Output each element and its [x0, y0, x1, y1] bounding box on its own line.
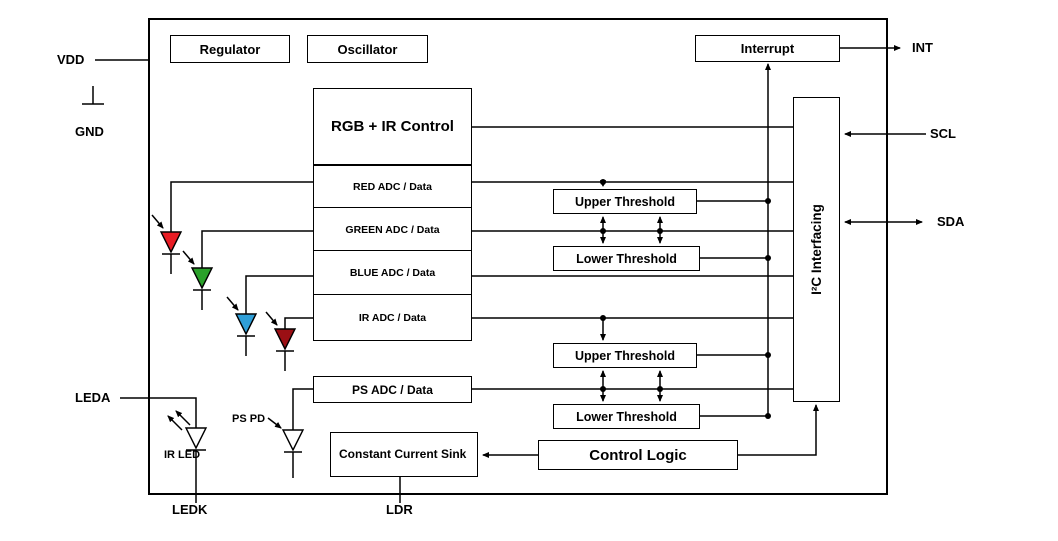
i2c-interfacing-block: I²C Interfacing — [793, 97, 840, 402]
ground-icon — [82, 86, 104, 105]
lower-threshold-2-block: Lower Threshold — [553, 404, 700, 429]
ir-pd-wire — [284, 317, 313, 329]
threshold2-connectors — [600, 315, 663, 402]
interrupt-label: Interrupt — [740, 41, 795, 56]
green-adc-label: GREEN ADC / Data — [345, 223, 440, 236]
pin-sda: SDA — [937, 214, 965, 229]
lower-threshold-2-label: Lower Threshold — [576, 409, 677, 424]
interrupt-block: Interrupt — [695, 35, 840, 62]
ps-pd-label: PS PD — [232, 413, 266, 425]
oscillator-label: Oscillator — [337, 41, 398, 57]
upper-threshold-1-label: Upper Threshold — [574, 194, 675, 209]
control-logic-label: Control Logic — [589, 446, 687, 464]
pin-leda: LEDA — [75, 390, 111, 405]
pin-scl: SCL — [930, 126, 956, 141]
ir-led-label: IR LED — [164, 449, 201, 461]
pin-gnd: GND — [75, 124, 104, 139]
pin-ledk: LEDK — [172, 502, 208, 517]
rgb-ir-control-label: RGB + IR Control — [331, 118, 454, 135]
upper-threshold-1-block: Upper Threshold — [553, 189, 697, 214]
red-pd-wire — [170, 181, 313, 232]
rgb-ir-control-block: RGB + IR Control — [313, 88, 472, 165]
red-photodiode-icon — [151, 214, 183, 274]
lower-threshold-1-label: Lower Threshold — [576, 251, 677, 266]
pin-int: INT — [912, 40, 933, 55]
red-adc-block: RED ADC / Data — [313, 165, 472, 209]
constant-current-sink-block: Constant Current Sink — [330, 432, 478, 477]
pin-ldr: LDR — [386, 502, 413, 517]
green-photodiode-icon — [182, 250, 214, 310]
regulator-block: Regulator — [170, 35, 290, 63]
green-adc-block: GREEN ADC / Data — [313, 207, 472, 252]
control-logic-block: Control Logic — [538, 440, 738, 470]
lower-threshold-1-block: Lower Threshold — [553, 246, 700, 271]
regulator-label: Regulator — [199, 41, 261, 57]
control-to-i2c — [738, 404, 819, 456]
oscillator-block: Oscillator — [307, 35, 428, 63]
ir-adc-block: IR ADC / Data — [313, 294, 472, 341]
leda-wire — [120, 397, 197, 428]
constant-current-sink-label: Constant Current Sink — [339, 447, 467, 461]
ps-photodiode-icon — [267, 417, 305, 478]
ps-adc-block: PS ADC / Data — [313, 376, 472, 403]
upper-threshold-2-label: Upper Threshold — [574, 348, 675, 363]
chip-outline — [148, 18, 888, 495]
green-pd-wire — [201, 230, 313, 268]
ir-photodiode-icon — [265, 311, 297, 371]
blue-adc-block: BLUE ADC / Data — [313, 250, 472, 296]
ps-pd-wire — [292, 388, 313, 430]
ir-adc-label: IR ADC / Data — [358, 311, 427, 324]
threshold1-connectors — [600, 179, 663, 244]
i2c-interfacing-label: I²C Interfacing — [809, 204, 825, 295]
upper-threshold-2-block: Upper Threshold — [553, 343, 697, 368]
blue-pd-wire — [245, 275, 313, 314]
pin-vdd: VDD — [57, 52, 85, 67]
red-adc-label: RED ADC / Data — [353, 181, 432, 193]
blue-adc-label: BLUE ADC / Data — [349, 267, 436, 279]
blue-photodiode-icon — [226, 296, 258, 356]
ir-led-icon — [167, 410, 208, 451]
ps-adc-label: PS ADC / Data — [352, 382, 433, 397]
